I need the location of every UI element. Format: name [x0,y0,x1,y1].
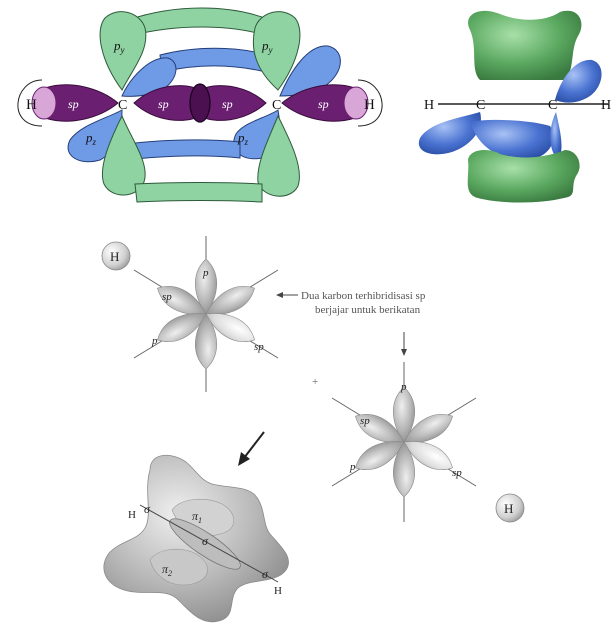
sp-label-outer-left: sp [68,97,79,111]
h-atom-top-label: H [110,249,119,264]
plus-sign: + [312,376,318,388]
green-lobe-bottom [468,150,580,203]
reaction-arrow [244,432,264,458]
sp-label-outer-right: sp [318,97,329,111]
acetylene-molecular-orbitals: σ H π1 σ π2 σ H [104,432,289,622]
c1-label-sp-upper-left: sp [162,291,172,303]
c1-label-p-lower-left: p [151,335,158,347]
c-label-3d-right: C [548,98,557,113]
c-label-3d-left: C [476,98,485,113]
c1-label-p-top: p [202,267,209,279]
py-pi-bond-top [128,8,270,36]
c1-label-sp-lower-right: sp [254,341,264,353]
c2-label-p-lower-left: p [349,461,356,473]
sigma-overlap-ellipse [190,84,210,122]
blue-lobe-lower-left [419,112,481,154]
annotation-text-line1: Dua karbon terhibridisasi sp [301,290,426,302]
sp-orbital-overlap-diagram: H H C C sp sp sp sp py py pz pz [18,8,382,202]
c-label-right: C [272,98,281,113]
h-label-3d-left: H [424,98,434,113]
green-lobe-top [468,11,581,80]
h-upper-label: H [128,509,136,521]
h-label-right: H [364,97,375,113]
sp-label-inner-right: sp [222,97,233,111]
c2-label-sp-lower-right: sp [452,467,462,479]
annotation-arrow-left-head [276,292,283,298]
py-pi-bond-bottom [135,183,262,203]
annotation-text-line2: berjajar untuk berikatan [315,304,421,316]
carbon-atom-2: p sp p sp [332,362,476,522]
carbon-atom-1: p sp p sp [134,236,278,392]
h-label-left: H [26,97,37,113]
c2-label-p-top: p [400,381,407,393]
h-lower-label: H [274,585,282,597]
c2-label-sp-upper-left: sp [360,415,370,427]
c-label-left: C [118,98,127,113]
h-atom-bottom-label: H [504,501,513,516]
h-label-3d-right: H [601,98,611,113]
pi-bond-3d-render: H C C H [419,11,611,203]
annotation-arrow-down-head [401,349,407,356]
sp-label-inner-left: sp [158,97,169,111]
